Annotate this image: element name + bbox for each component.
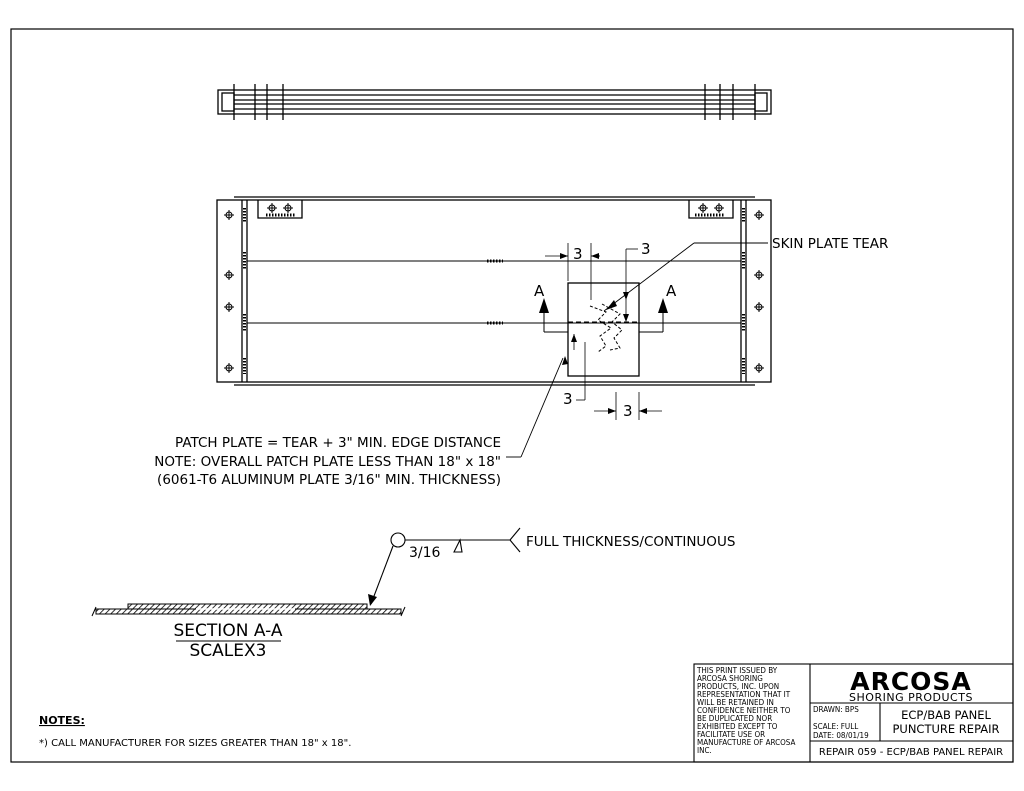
drawing-date: DATE: 08/01/19 — [813, 731, 869, 740]
disclaimer-line: INC. — [697, 746, 712, 755]
drawn-by: DRAWN: BPS — [813, 705, 859, 714]
skin-plate-tear-label: SKIN PLATE TEAR — [772, 236, 888, 252]
panel-face-view — [216, 196, 772, 458]
repair-id: REPAIR 059 - ECP/BAB PANEL REPAIR — [819, 747, 1003, 758]
note-item-1: *) CALL MANUFACTURER FOR SIZES GREATER T… — [39, 738, 351, 749]
weld-size-label: 3/16 — [409, 545, 441, 561]
section-marker-left: A — [534, 282, 545, 300]
disclaimer-line: THIS PRINT ISSUED BY — [696, 666, 778, 675]
drawing-scale: SCALE: FULL — [813, 722, 858, 731]
title-block — [693, 663, 1014, 763]
notes-heading: NOTES: — [39, 714, 85, 727]
disclaimer-line: PRODUCTS, INC. UPON — [697, 682, 779, 691]
weld-note-label: FULL THICKNESS/CONTINUOUS — [526, 534, 735, 550]
section-a-a-view — [91, 603, 406, 617]
dimension-bottom-right: 3 — [623, 402, 633, 420]
panel-top-view — [217, 84, 772, 120]
section-title: SECTION A-A — [174, 621, 283, 641]
company-logo: ARCOSA — [850, 667, 972, 696]
sheet-border — [10, 28, 1014, 763]
patch-plate-note-line-1: PATCH PLATE = TEAR + 3" MIN. EDGE DISTAN… — [175, 435, 501, 451]
section-arrow-left — [539, 298, 549, 313]
disclaimer-line: FACILITATE USE OR — [697, 730, 765, 739]
disclaimer-line: BE DUPLICATED NOR — [697, 714, 772, 723]
disclaimer-line: MANUFACTURE OF ARCOSA — [697, 738, 796, 747]
section-scale: SCALEX3 — [190, 641, 267, 661]
disclaimer-line: EXHIBITED EXCEPT TO — [697, 722, 778, 731]
dimension-bottom-left: 3 — [563, 390, 573, 408]
disclaimer-line: WILL BE RETAINED IN — [697, 698, 774, 707]
company-logo-subtitle: SHORING PRODUCTS — [849, 691, 973, 704]
disclaimer-line: ARCOSA SHORING — [697, 674, 763, 683]
patch-plate-note-line-2: NOTE: OVERALL PATCH PLATE LESS THAN 18" … — [154, 454, 501, 470]
weld-symbol — [370, 527, 521, 605]
fastener-symbols — [224, 203, 764, 373]
section-arrow-right — [658, 298, 668, 313]
dimension-top-left: 3 — [573, 245, 583, 263]
section-marker-right: A — [666, 282, 677, 300]
disclaimer-line: CONFIDENCE NEITHER TO — [697, 706, 791, 715]
patch-plate-note-line-3: (6061-T6 ALUMINUM PLATE 3/16" MIN. THICK… — [157, 472, 501, 488]
dimension-top-right: 3 — [641, 240, 651, 258]
dimension-arrowheads — [560, 253, 647, 414]
disclaimer-line: REPRESENTATION THAT IT — [697, 690, 791, 699]
title-block-disclaimer: THIS PRINT ISSUED BY ARCOSA SHORING PROD… — [696, 666, 796, 755]
weld-leader-arrowhead — [368, 594, 377, 606]
drawing-title-line-1: ECP/BAB PANEL — [901, 708, 991, 722]
drawing-title-line-2: PUNCTURE REPAIR — [892, 722, 999, 736]
